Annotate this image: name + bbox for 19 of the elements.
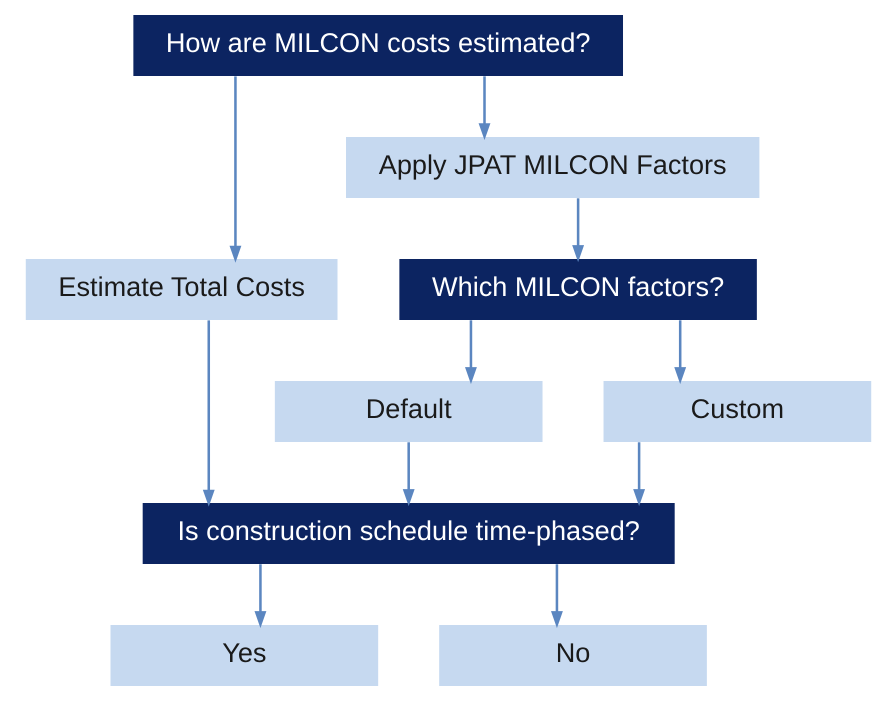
arrow bbox=[572, 198, 584, 262]
node-box: Apply JPAT MILCON Factors bbox=[346, 137, 759, 198]
node-box: Which MILCON factors? bbox=[398, 259, 756, 320]
arrow bbox=[229, 76, 241, 263]
node-box: Yes bbox=[110, 624, 378, 686]
arrow bbox=[254, 564, 266, 628]
arrow bbox=[478, 76, 490, 140]
node-box: Default bbox=[274, 381, 542, 442]
arrow bbox=[632, 442, 645, 506]
arrow bbox=[202, 320, 214, 507]
node-box: Is construction schedule time-phased? bbox=[142, 502, 674, 564]
arrow bbox=[550, 564, 562, 628]
arrow bbox=[674, 320, 686, 384]
arrow bbox=[402, 442, 414, 506]
node-box: No bbox=[438, 624, 706, 686]
arrow bbox=[464, 320, 476, 384]
node-box: Estimate Total Costs bbox=[25, 259, 338, 320]
node-box: Custom bbox=[603, 381, 871, 442]
node-box: How are MILCON costs estimated? bbox=[132, 15, 622, 76]
